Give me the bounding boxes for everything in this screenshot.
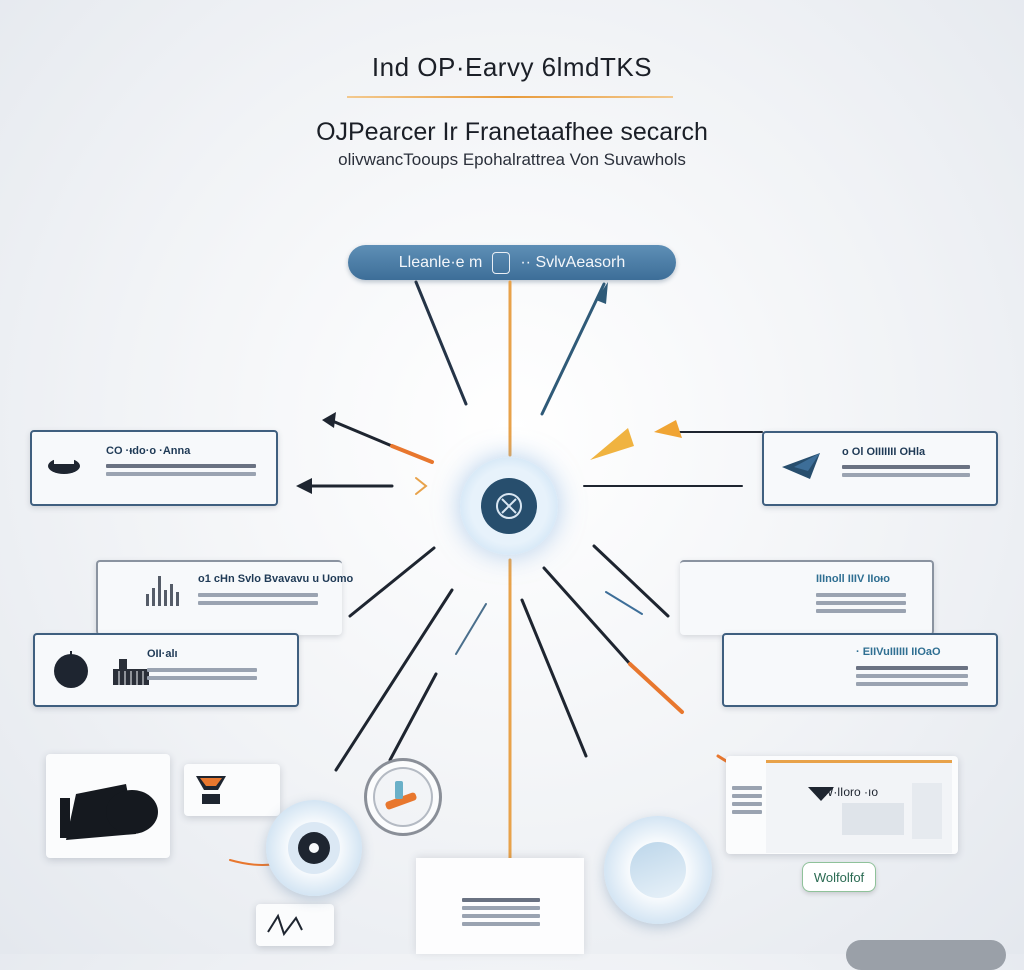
dashboard-left-panel bbox=[732, 786, 766, 846]
diagram-title: Ind OP·Earvy 6lmdTKS bbox=[371, 52, 653, 82]
card-right-1-heading: o Ol OIIIIIII OHla bbox=[842, 446, 926, 458]
card-right-3-heading: · EIIVuIIIIII IIOaO bbox=[856, 646, 941, 658]
link-left-upper bbox=[328, 418, 394, 448]
card-right-1-lines bbox=[842, 465, 970, 477]
link-lower-right-a bbox=[592, 544, 670, 618]
diagram-subtitle: OJPearcer Ir Franetaafhee secarch bbox=[316, 118, 708, 146]
link-top-left bbox=[414, 280, 468, 406]
orb-coil[interactable] bbox=[364, 758, 442, 836]
central-hub[interactable] bbox=[460, 457, 558, 555]
link-lower-left-c bbox=[388, 672, 438, 762]
chevron-left-mid bbox=[415, 477, 428, 495]
card-left-2[interactable]: o1 cHn Svlo Bvavavu u Uomo bbox=[96, 560, 353, 635]
card-right-2[interactable]: IIInoll IIIV IIoᵻo bbox=[680, 560, 934, 635]
scribble-icon bbox=[267, 913, 303, 937]
hat-icon bbox=[48, 458, 80, 474]
card-left-2-lines bbox=[198, 593, 318, 605]
hub-label-left: Lleanle·e m bbox=[398, 253, 483, 271]
orb-glass[interactable] bbox=[604, 816, 712, 924]
target-icon bbox=[288, 822, 340, 874]
hub-label-right: ·· SvlvAeasorh bbox=[520, 253, 626, 271]
bird-icon bbox=[782, 453, 820, 479]
piano-icon bbox=[113, 659, 149, 685]
dashboard-card[interactable]: W·lIoro ·ıo bbox=[726, 756, 958, 854]
card-left-3-heading: OII·alı bbox=[147, 648, 178, 660]
diagram-subline: olivwancTooups Epohalrattrea Von Suvawho… bbox=[338, 150, 686, 169]
hub-label-pill: Lleanle·e m ·· SvlvAeasorh bbox=[348, 245, 676, 280]
link-lower-left-b bbox=[334, 588, 454, 772]
arrow-left-upper bbox=[322, 412, 336, 428]
arrow-left-mid bbox=[296, 478, 312, 494]
link-lower-right-d bbox=[605, 591, 643, 615]
card-left-1[interactable]: CO ·ᵻdo·o ·Anna bbox=[30, 430, 278, 506]
card-right-3[interactable]: · EIIVuIIIIII IIOaO bbox=[722, 633, 998, 707]
pen-tip-top-right bbox=[596, 282, 608, 304]
dashboard-preview bbox=[842, 803, 904, 835]
card-left-1-lines bbox=[106, 464, 256, 476]
bottom-document bbox=[416, 858, 584, 954]
card-left-3-lines bbox=[147, 668, 257, 680]
orb-target[interactable] bbox=[266, 800, 362, 896]
bar-graph-icon bbox=[146, 576, 179, 606]
abstract-shape-icon bbox=[60, 784, 158, 840]
hub-core bbox=[481, 478, 537, 534]
card-left-2-heading: o1 cHn Svlo Bvavavu u Uomo bbox=[198, 573, 354, 585]
close-icon bbox=[496, 493, 522, 519]
thumbnail-sketch[interactable] bbox=[256, 904, 334, 946]
thumbnail-bag[interactable] bbox=[184, 764, 280, 816]
dashboard-caption: W·lIoro ·ıo bbox=[822, 785, 879, 799]
bag-icon bbox=[196, 776, 226, 804]
link-lower-mid-a bbox=[455, 603, 487, 655]
card-right-3-lines bbox=[856, 666, 968, 686]
title-underline bbox=[347, 96, 673, 98]
dashboard-screen: W·lIoro ·ıo bbox=[766, 760, 952, 853]
card-right-2-heading: IIInoll IIIV IIoᵻo bbox=[816, 573, 890, 585]
document-icon bbox=[492, 251, 511, 274]
dashboard-sidebar bbox=[912, 783, 942, 839]
thumbnail-abstract[interactable] bbox=[46, 754, 170, 858]
tools-icon bbox=[385, 781, 417, 810]
card-left-3[interactable]: OII·alı bbox=[33, 633, 299, 707]
link-lower-right-c bbox=[520, 598, 588, 758]
link-left-upper-b bbox=[390, 444, 434, 464]
card-right-1[interactable]: o Ol OIIIIIII OHla bbox=[762, 431, 998, 506]
link-lower-left-a bbox=[348, 546, 436, 618]
flag-right-upper-b bbox=[590, 428, 634, 460]
link-lower-right-b bbox=[542, 566, 632, 666]
spinning-top-icon bbox=[808, 787, 834, 801]
card-right-2-lines bbox=[816, 593, 906, 613]
card-left-1-heading: CO ·ᵻdo·o ·Anna bbox=[106, 445, 191, 457]
corner-scroll-pill[interactable] bbox=[846, 940, 1006, 970]
orb-glass-inner bbox=[630, 842, 686, 898]
spinning-top-icon bbox=[54, 651, 88, 688]
flag-right-upper bbox=[654, 420, 682, 438]
link-lower-right-b-tail bbox=[628, 662, 684, 714]
status-badge[interactable]: Wolfolfof bbox=[802, 862, 876, 892]
link-top-right bbox=[540, 282, 606, 416]
